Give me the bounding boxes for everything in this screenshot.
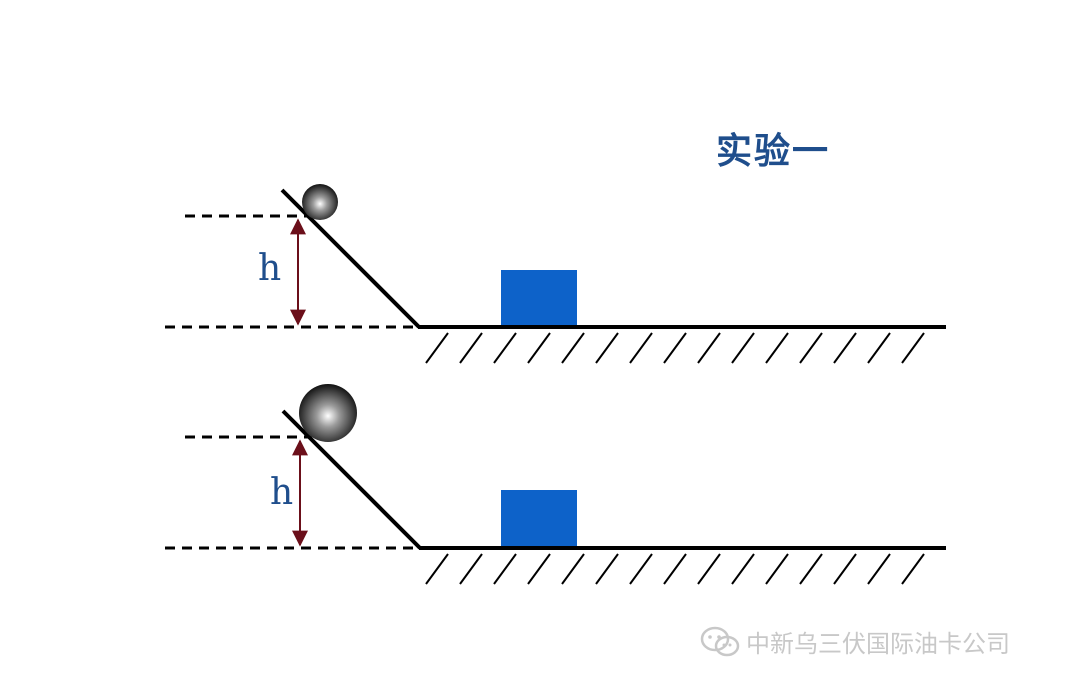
- incline: [281, 409, 422, 550]
- panel-top: [165, 184, 946, 364]
- hatch-mark: [799, 332, 823, 364]
- block: [501, 270, 577, 325]
- hatch-mark: [527, 332, 551, 364]
- hatch-mark: [731, 332, 755, 364]
- hatch-mark: [731, 553, 755, 585]
- hatch-mark: [867, 332, 891, 364]
- hatch-mark: [527, 553, 551, 585]
- watermark: 中新乌三伏国际油卡公司: [700, 624, 1010, 659]
- hatch-mark: [765, 553, 789, 585]
- hatch-mark: [595, 553, 619, 585]
- hatch-mark: [697, 553, 721, 585]
- hatch-mark: [493, 332, 517, 364]
- hatch-mark: [561, 553, 585, 585]
- hatch-mark: [595, 332, 619, 364]
- block: [501, 490, 577, 546]
- hatch-mark: [629, 332, 653, 364]
- hatch-mark: [901, 332, 925, 364]
- hatch-mark: [493, 553, 517, 585]
- watermark-text: 中新乌三伏国际油卡公司: [746, 630, 1010, 658]
- incline: [280, 188, 421, 329]
- ball-small: [302, 184, 338, 220]
- hatch-mark: [459, 553, 483, 585]
- hatch-mark: [833, 332, 857, 364]
- hatch-mark: [425, 332, 449, 364]
- floor-hatching: [425, 553, 925, 585]
- hatch-mark: [799, 553, 823, 585]
- ball-large: [299, 384, 357, 442]
- hatch-mark: [561, 332, 585, 364]
- hatch-mark: [867, 553, 891, 585]
- panel-bottom: [165, 384, 946, 585]
- hatch-mark: [425, 553, 449, 585]
- hatch-mark: [697, 332, 721, 364]
- title: 实验一: [716, 130, 831, 172]
- hatch-mark: [629, 553, 653, 585]
- hatch-mark: [765, 332, 789, 364]
- floor-hatching: [425, 332, 925, 364]
- hatch-mark: [663, 553, 687, 585]
- hatch-mark: [459, 332, 483, 364]
- hatch-mark: [663, 332, 687, 364]
- wechat-icon: [700, 626, 740, 656]
- hatch-mark: [901, 553, 925, 585]
- height-label-bottom: h: [270, 472, 294, 513]
- height-label-top: h: [258, 248, 282, 289]
- hatch-mark: [833, 553, 857, 585]
